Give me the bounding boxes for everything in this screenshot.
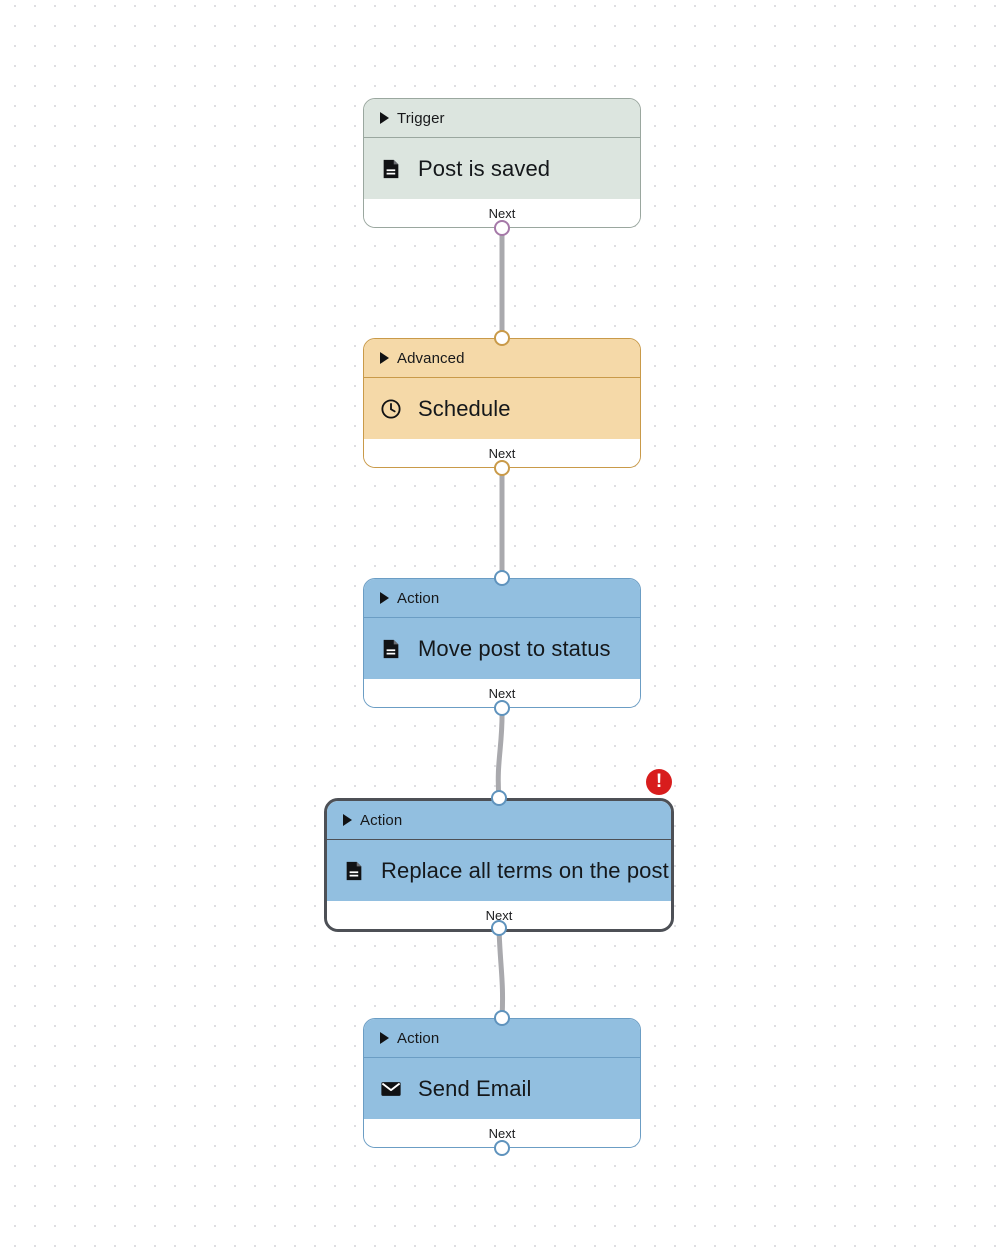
chevron-right-icon[interactable] — [380, 112, 389, 124]
node-body[interactable]: Schedule — [364, 378, 640, 439]
node-output-port[interactable] — [491, 920, 507, 936]
node-category-label: Trigger — [397, 109, 445, 127]
node-output-port[interactable] — [494, 1140, 510, 1156]
node-output-port[interactable] — [494, 460, 510, 476]
node-title: Move post to status — [418, 635, 611, 661]
node-title: Replace all terms on the post — [381, 857, 669, 883]
node-category-label: Action — [397, 589, 440, 607]
node-title: Post is saved — [418, 155, 551, 181]
node-header[interactable]: Action — [364, 1019, 640, 1057]
node-body[interactable]: Move post to status — [364, 618, 640, 679]
chevron-right-icon[interactable] — [343, 814, 352, 826]
node-input-port[interactable] — [491, 790, 507, 806]
node-error-badge[interactable]: ! — [646, 769, 672, 795]
node-body[interactable]: Replace all terms on the post — [327, 840, 671, 901]
node-divider — [364, 617, 640, 618]
node-category-label: Action — [360, 811, 403, 829]
chevron-right-icon[interactable] — [380, 352, 389, 364]
node-body[interactable]: Send Email — [364, 1058, 640, 1119]
node-title: Send Email — [418, 1075, 532, 1101]
envelope-icon — [381, 1081, 401, 1096]
node-header[interactable]: Trigger — [364, 99, 640, 137]
node-body[interactable]: Post is saved — [364, 138, 640, 199]
node-category-label: Action — [397, 1029, 440, 1047]
chevron-right-icon[interactable] — [380, 1032, 389, 1044]
node-input-port[interactable] — [494, 330, 510, 346]
node-title: Schedule — [418, 395, 511, 421]
node-divider — [364, 1057, 640, 1058]
node-output-port[interactable] — [494, 700, 510, 716]
document-icon — [346, 861, 362, 880]
error-exclamation-icon: ! — [655, 770, 663, 792]
node-category-label: Advanced — [397, 349, 465, 367]
document-icon — [383, 639, 399, 658]
node-output-port[interactable] — [494, 220, 510, 236]
edge-move-post-to-replace-terms — [495, 705, 505, 801]
node-header[interactable]: Action — [327, 801, 671, 839]
node-divider — [364, 137, 640, 138]
edge-replace-terms-to-send-email — [496, 925, 506, 1021]
node-input-port[interactable] — [494, 570, 510, 586]
chevron-right-icon[interactable] — [380, 592, 389, 604]
node-divider — [364, 377, 640, 378]
node-divider — [327, 839, 671, 840]
node-input-port[interactable] — [494, 1010, 510, 1026]
document-icon — [383, 159, 399, 178]
clock-icon — [381, 398, 401, 419]
